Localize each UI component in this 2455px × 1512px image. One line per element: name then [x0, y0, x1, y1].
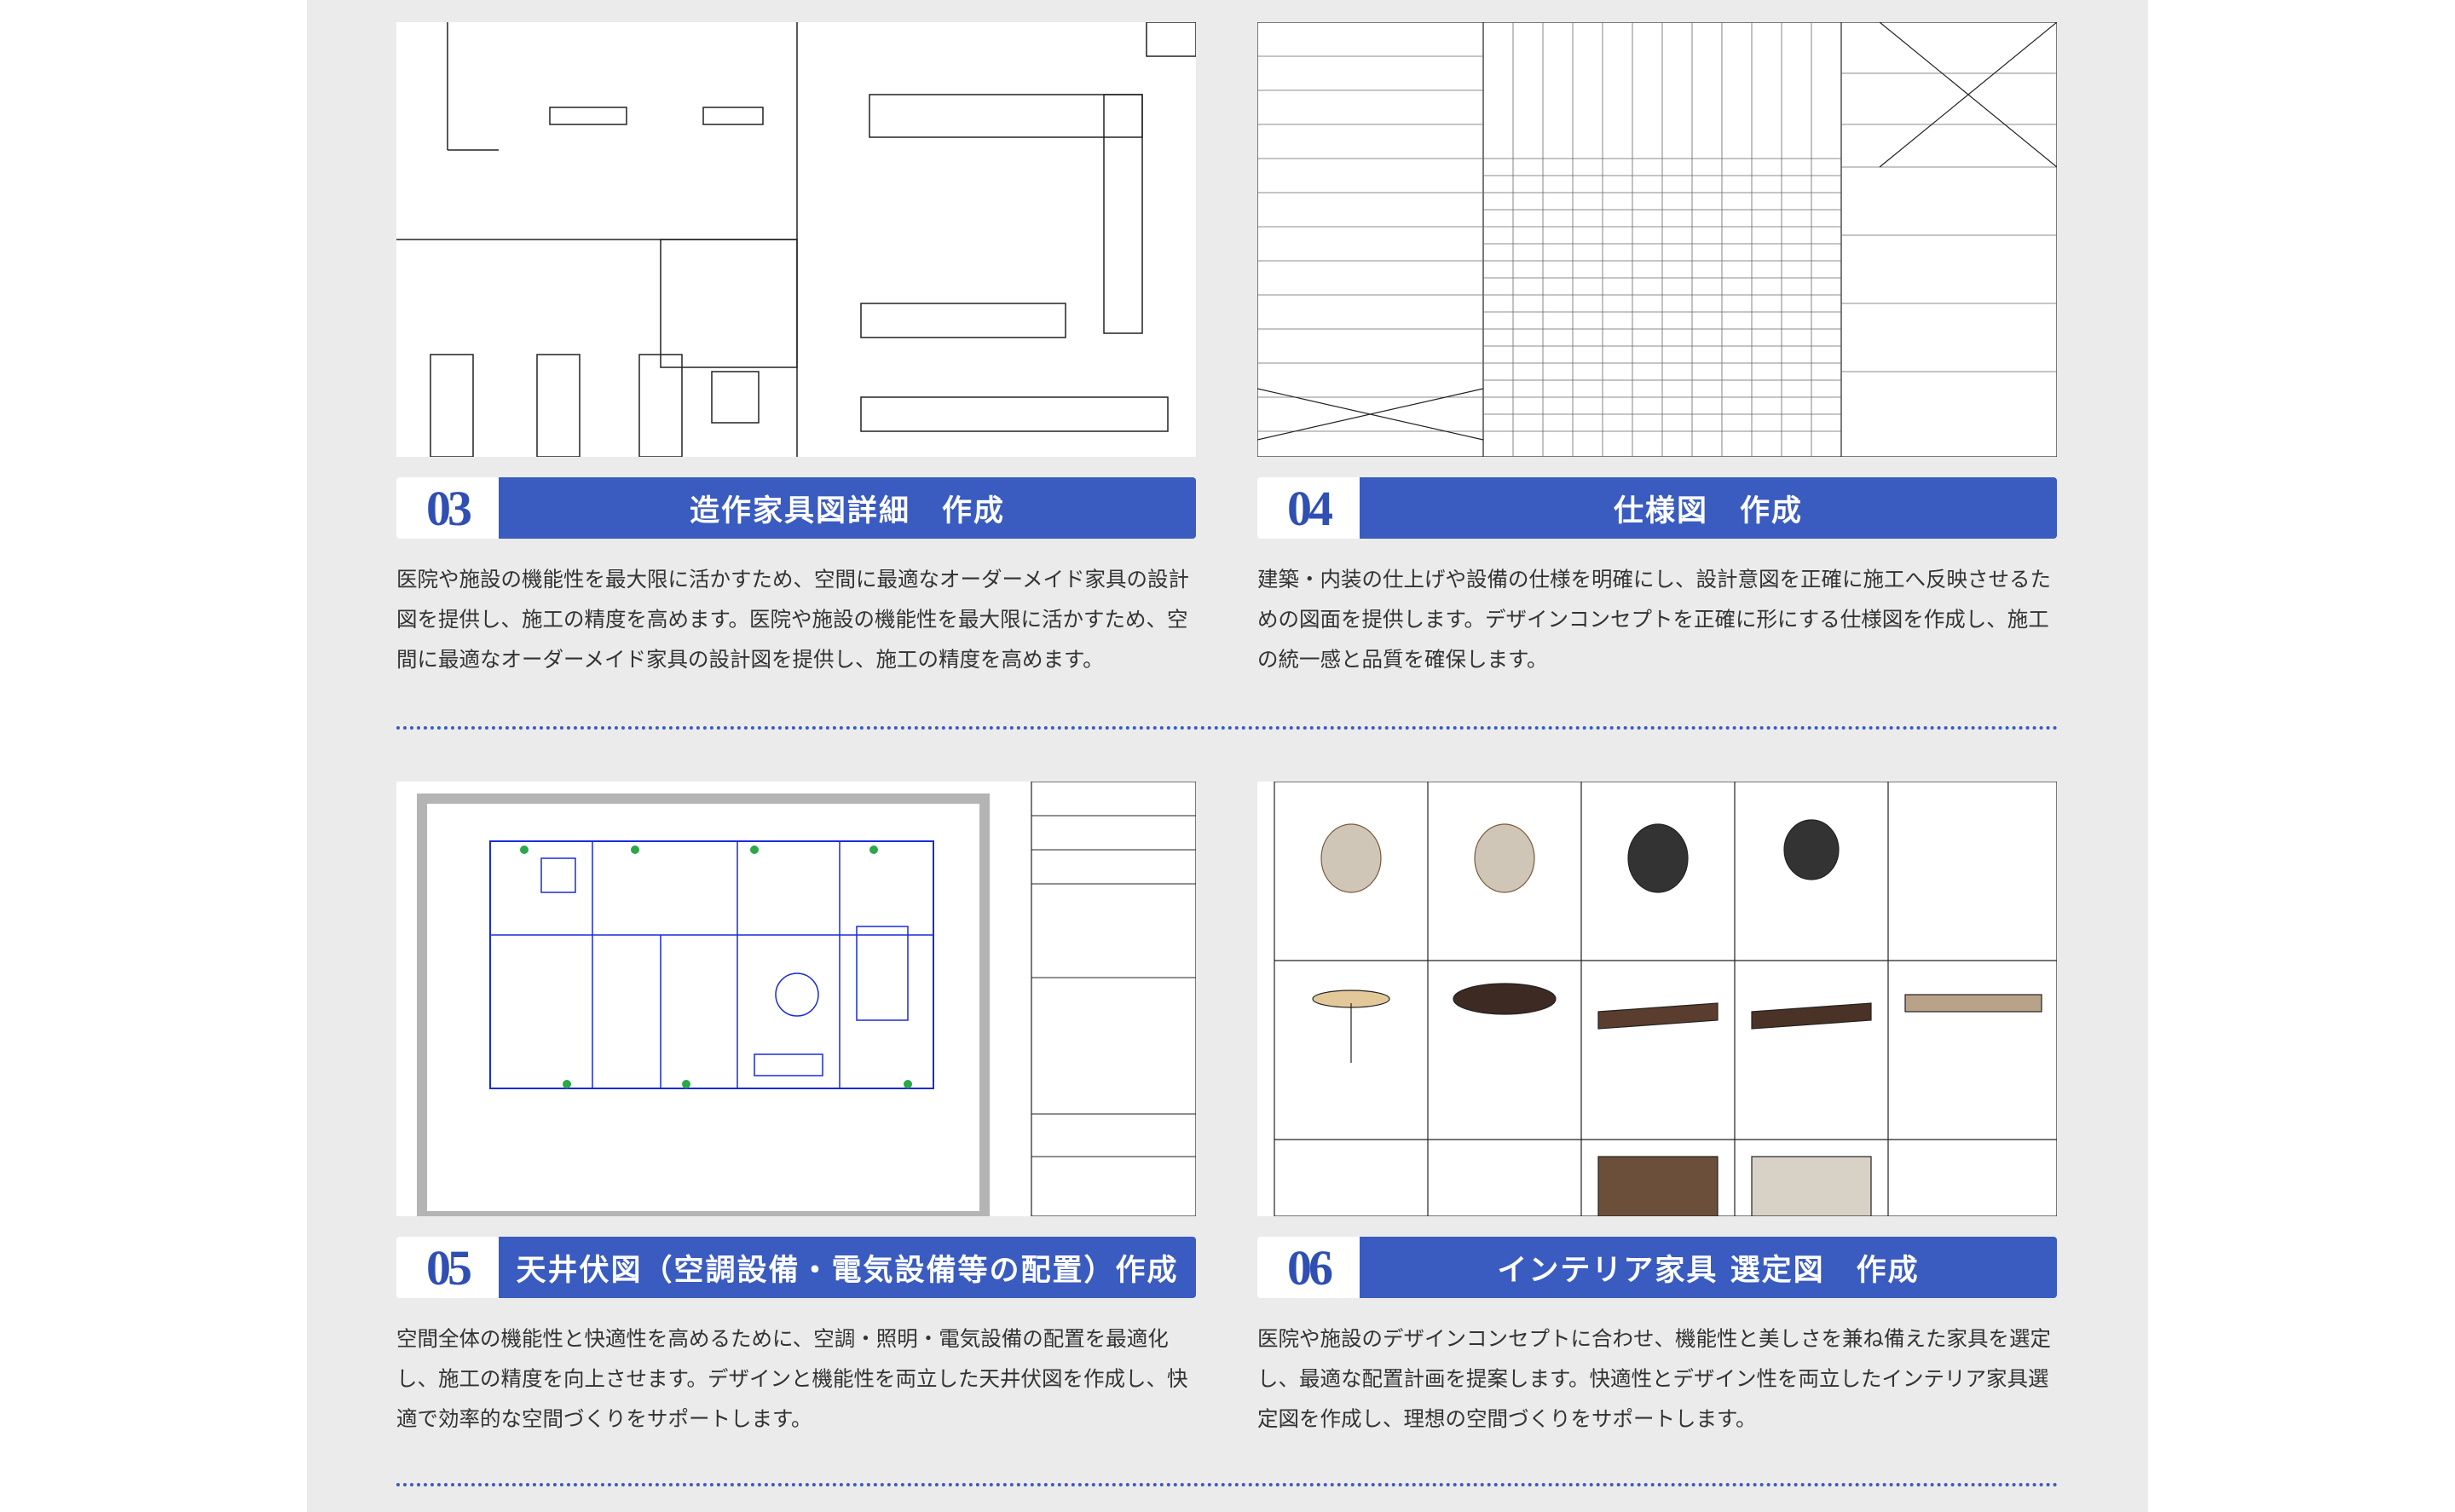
service-description: 建築・内装の仕上げや設備の仕様を明確にし、設計意図を正確に施工へ反映させるための…: [1257, 567, 2051, 672]
service-header: 05 天井伏図（空調設備・電気設備等の配置）作成: [396, 1237, 1196, 1298]
service-number: 05: [396, 1237, 499, 1298]
ceiling-plan-drawing-image: [396, 782, 1196, 1216]
service-title: 造作家具図詳細 作成: [499, 477, 1196, 539]
service-description: 医院や施設の機能性を最大限に活かすため、空間に最適なオーダーメイド家具の設計図を…: [396, 567, 1190, 672]
service-number: 06: [1257, 1237, 1360, 1298]
service-header: 06 インテリア家具 選定図 作成: [1257, 1237, 2057, 1298]
service-title: 仕様図 作成: [1360, 477, 2057, 539]
specification-sheet-image: [1257, 22, 2057, 457]
service-number: 03: [396, 477, 499, 539]
service-description: 医院や施設のデザインコンセプトに合わせ、機能性と美しさを兼ね備えた家具を選定し、…: [1257, 1326, 2051, 1431]
service-number: 04: [1257, 477, 1360, 539]
service-description: 空間全体の機能性と快適性を高めるために、空調・照明・電気設備の配置を最適化し、施…: [396, 1326, 1188, 1431]
furniture-detail-drawing-image: [396, 22, 1196, 457]
service-header: 03 造作家具図詳細 作成: [396, 477, 1196, 539]
service-header: 04 仕様図 作成: [1257, 477, 2057, 539]
dotted-divider: [396, 726, 2059, 730]
service-title: インテリア家具 選定図 作成: [1360, 1237, 2057, 1298]
service-title: 天井伏図（空調設備・電気設備等の配置）作成: [499, 1237, 1196, 1298]
furniture-selection-sheet-image: [1257, 782, 2057, 1216]
dotted-divider: [396, 1483, 2059, 1486]
